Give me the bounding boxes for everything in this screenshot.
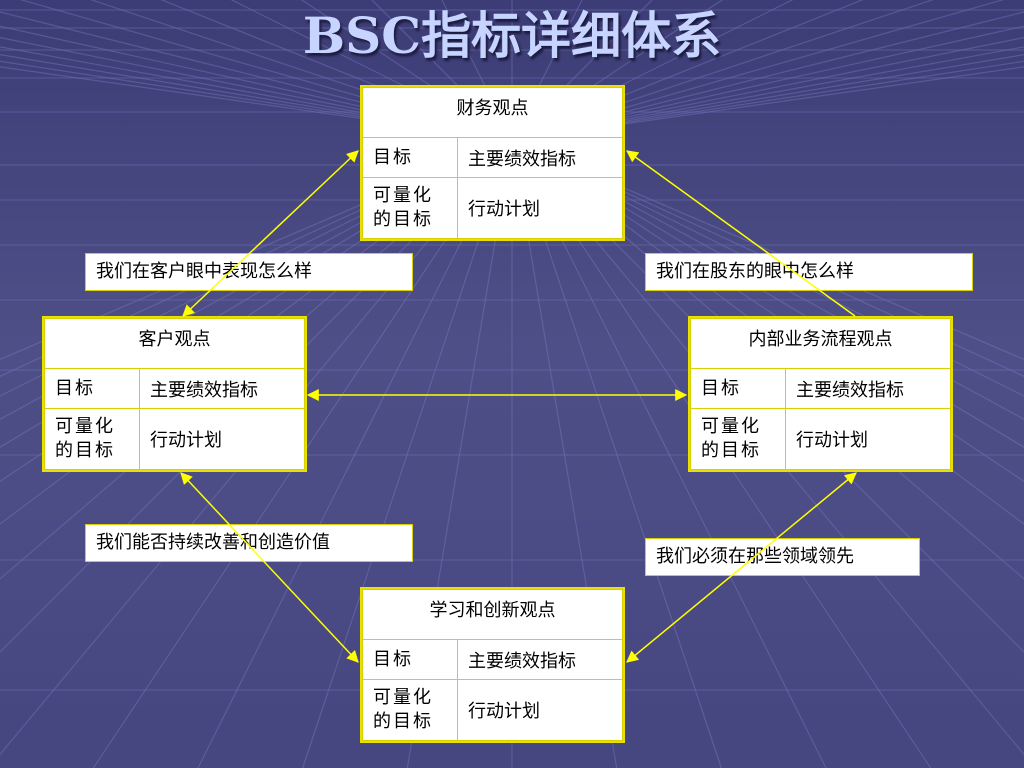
question-improve-create-value: 我们能否持续改善和创造价值	[85, 524, 413, 562]
internal-quant-targets-cell: 可量化的目标	[690, 408, 786, 470]
customer-heading: 客户观点	[44, 318, 305, 369]
learning-action-plan-cell: 行动计划	[457, 679, 623, 741]
internal-process-perspective-box: 内部业务流程观点 目标 主要绩效指标 可量化的目标 行动计划	[688, 316, 953, 472]
financial-perspective-box: 财务观点 目标 主要绩效指标 可量化的目标 行动计划	[360, 85, 625, 241]
slide-title: BSC指标详细体系	[302, 6, 722, 65]
financial-quant-targets-cell: 可量化的目标	[362, 177, 458, 239]
learning-kpi-cell: 主要绩效指标	[457, 639, 623, 680]
learning-objectives-cell: 目标	[362, 639, 458, 680]
customer-quant-targets-cell: 可量化的目标	[44, 408, 140, 470]
internal-kpi-cell: 主要绩效指标	[785, 368, 951, 409]
question-must-lead: 我们必须在那些领域领先	[645, 538, 920, 576]
financial-action-plan-cell: 行动计划	[457, 177, 623, 239]
customer-action-plan-cell: 行动计划	[139, 408, 305, 470]
financial-heading: 财务观点	[362, 87, 623, 138]
question-shareholder-view: 我们在股东的眼中怎么样	[645, 253, 973, 291]
financial-kpi-cell: 主要绩效指标	[457, 137, 623, 178]
internal-action-plan-cell: 行动计划	[785, 408, 951, 470]
learning-heading: 学习和创新观点	[362, 589, 623, 640]
question-customer-view: 我们在客户眼中表现怎么样	[85, 253, 413, 291]
internal-heading: 内部业务流程观点	[690, 318, 951, 369]
learning-quant-targets-cell: 可量化的目标	[362, 679, 458, 741]
financial-objectives-cell: 目标	[362, 137, 458, 178]
learning-perspective-box: 学习和创新观点 目标 主要绩效指标 可量化的目标 行动计划	[360, 587, 625, 743]
customer-perspective-box: 客户观点 目标 主要绩效指标 可量化的目标 行动计划	[42, 316, 307, 472]
customer-objectives-cell: 目标	[44, 368, 140, 409]
customer-kpi-cell: 主要绩效指标	[139, 368, 305, 409]
internal-objectives-cell: 目标	[690, 368, 786, 409]
